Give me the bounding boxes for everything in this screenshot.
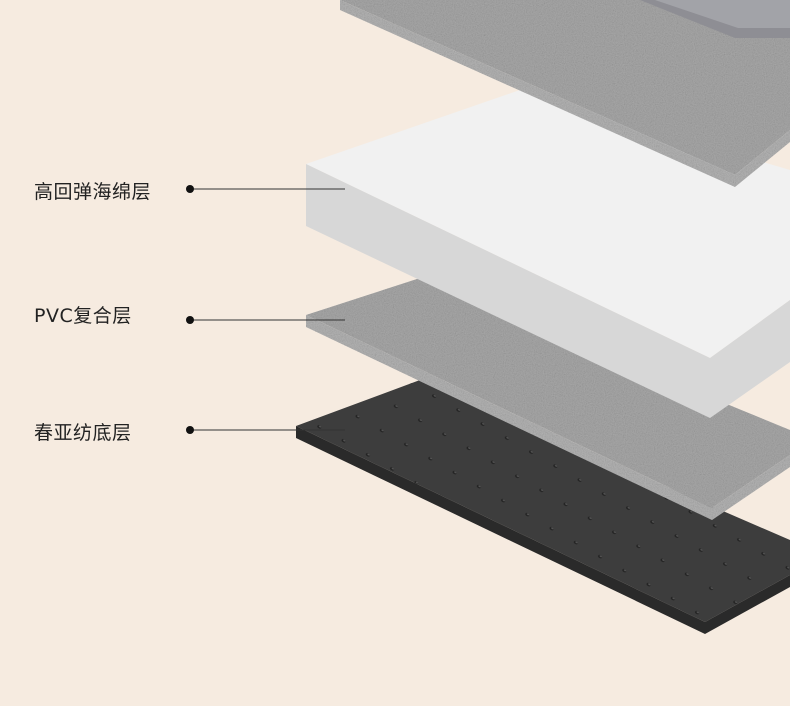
backing-layer-right-side xyxy=(705,575,790,634)
foam-layer-label: 高回弹海绵层 xyxy=(34,181,152,203)
backing-layer-pattern xyxy=(296,380,790,622)
pvc-layer-label: PVC复合层 xyxy=(34,305,132,327)
pvc-layer-right-side xyxy=(712,455,790,520)
backing-layer xyxy=(296,380,790,634)
foam-leader-dot xyxy=(186,185,194,193)
pvc-layer-side xyxy=(306,315,712,520)
foam-layer-right-side xyxy=(710,300,790,418)
pvc-leader-dot xyxy=(186,316,194,324)
foam-layer-side xyxy=(306,164,710,418)
top-layer-top xyxy=(340,0,790,175)
top-layer xyxy=(340,0,790,187)
pvc-layer-top xyxy=(306,278,790,508)
top-layer-side xyxy=(340,0,735,187)
backing-leader-dot xyxy=(186,426,194,434)
pvc-layer xyxy=(306,278,790,520)
top-inner-panel-face xyxy=(655,0,790,28)
backing-layer-label: 春亚纺底层 xyxy=(34,422,132,444)
backing-layer-side xyxy=(296,426,705,634)
top-layer-right-side xyxy=(735,130,790,187)
leader-lines xyxy=(186,185,345,434)
